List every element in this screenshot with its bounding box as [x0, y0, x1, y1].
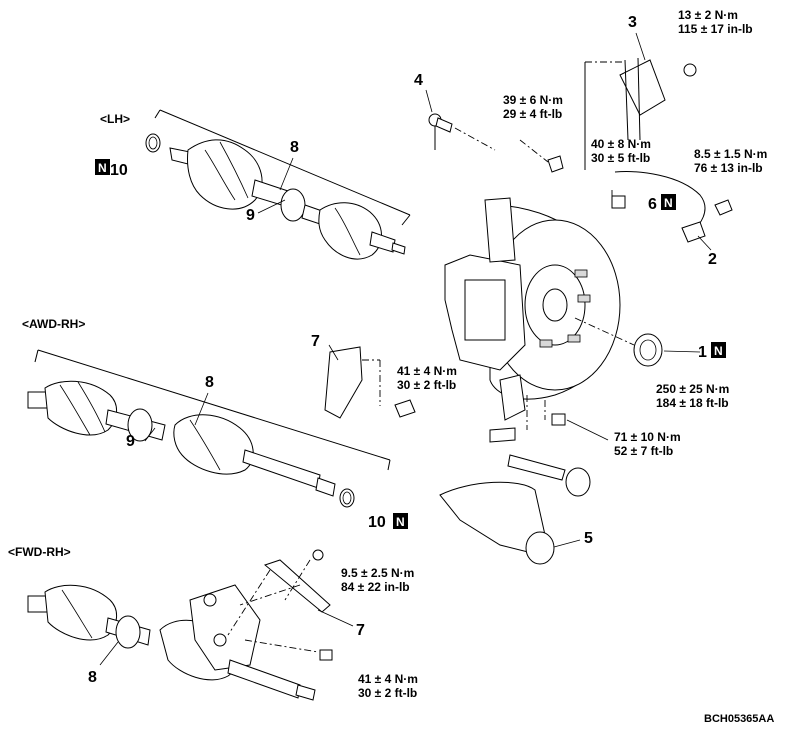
awd-rh-drive-shaft	[27, 349, 391, 497]
svg-text:N: N	[98, 161, 107, 175]
svg-text:41 ± 4 N·m: 41 ± 4 N·m	[358, 672, 418, 686]
svg-text:39 ± 6 N·m: 39 ± 6 N·m	[503, 93, 563, 107]
svg-text:71 ± 10 N·m: 71 ± 10 N·m	[614, 430, 681, 444]
callout-9-awd: 9	[126, 433, 135, 450]
svg-text:9.5 ± 2.5 N·m: 9.5 ± 2.5 N·m	[341, 566, 414, 580]
new-part-marker-1: N	[711, 342, 726, 358]
torque-spec-hub-nut: 250 ± 25 N·m 184 ± 18 ft-lb	[656, 382, 729, 410]
section-label-awd-rh: <AWD-RH>	[22, 317, 85, 331]
stabilizer-link	[428, 113, 496, 151]
svg-text:52 ± 7 ft-lb: 52 ± 7 ft-lb	[614, 444, 673, 458]
svg-text:115 ± 17 in-lb: 115 ± 17 in-lb	[678, 22, 753, 36]
section-label-fwd-rh: <FWD-RH>	[8, 545, 71, 559]
callout-8-fwd: 8	[88, 669, 97, 686]
splash-shield-bolt	[324, 346, 416, 419]
lh-drive-shaft	[154, 109, 411, 260]
callout-3: 3	[628, 14, 637, 31]
caliper-bolts	[519, 139, 626, 209]
svg-text:76 ± 13 in-lb: 76 ± 13 in-lb	[694, 161, 763, 175]
svg-text:29 ± 4 ft-lb: 29 ± 4 ft-lb	[503, 107, 562, 121]
callout-4: 4	[414, 72, 423, 89]
fwd-rh-drive-shaft	[27, 584, 316, 701]
torque-spec-39: 39 ± 6 N·m 29 ± 4 ft-lb	[503, 93, 563, 121]
circlip-awd	[339, 488, 355, 508]
svg-text:13 ± 2 N·m: 13 ± 2 N·m	[678, 8, 738, 22]
torque-spec-fwd-bracket: 9.5 ± 2.5 N·m 84 ± 22 in-lb	[341, 566, 414, 594]
torque-spec-lower-arm: 71 ± 10 N·m 52 ± 7 ft-lb	[614, 430, 681, 458]
callout-8-lh: 8	[290, 139, 299, 156]
svg-text:84 ± 22 in-lb: 84 ± 22 in-lb	[341, 580, 410, 594]
callout-10-awd: 10	[368, 514, 386, 531]
callout-2: 2	[708, 251, 717, 268]
wheel-speed-sensor	[611, 171, 733, 243]
circlip-lh	[145, 133, 161, 153]
svg-text:30 ± 2 ft-lb: 30 ± 2 ft-lb	[358, 686, 417, 700]
new-part-marker-10-awd: N	[393, 513, 408, 529]
svg-text:N: N	[714, 344, 723, 358]
callout-1: 1	[698, 344, 707, 361]
leader-lines	[99, 32, 712, 666]
callout-5: 5	[584, 530, 593, 547]
torque-spec-shield: 41 ± 4 N·m 30 ± 2 ft-lb	[397, 364, 457, 392]
svg-text:40 ± 8 N·m: 40 ± 8 N·m	[591, 137, 651, 151]
torque-spec-sensor: 8.5 ± 1.5 N·m 76 ± 13 in-lb	[694, 147, 767, 175]
callout-6: 6	[648, 196, 657, 213]
callout-8-awd: 8	[205, 374, 214, 391]
svg-text:N: N	[664, 196, 673, 210]
torque-spec-40: 40 ± 8 N·m 30 ± 5 ft-lb	[591, 137, 651, 165]
svg-text:184 ± 18 ft-lb: 184 ± 18 ft-lb	[656, 396, 729, 410]
hub-nut	[574, 317, 663, 367]
brake-disc-assembly	[444, 197, 621, 421]
svg-text:N: N	[396, 515, 405, 529]
fwd-bracket-parts	[227, 549, 333, 661]
callout-7-fwd: 7	[356, 622, 365, 639]
callout-10-lh: 10	[110, 162, 128, 179]
lower-arm	[439, 481, 555, 565]
new-part-marker-10-lh: N	[95, 159, 110, 175]
hose-bracket	[584, 57, 697, 170]
tie-rod-end	[507, 454, 591, 497]
svg-text:41 ± 4 N·m: 41 ± 4 N·m	[397, 364, 457, 378]
svg-text:30 ± 2 ft-lb: 30 ± 2 ft-lb	[397, 378, 456, 392]
section-label-lh: <LH>	[100, 112, 130, 126]
lower-arm-bolts	[489, 395, 566, 443]
callout-7: 7	[311, 333, 320, 350]
torque-spec-fwd-bolt: 41 ± 4 N·m 30 ± 2 ft-lb	[358, 672, 418, 700]
figure-code: BCH05365AA	[704, 713, 774, 725]
callout-9-lh: 9	[246, 207, 255, 224]
svg-text:8.5 ± 1.5 N·m: 8.5 ± 1.5 N·m	[694, 147, 767, 161]
torque-spec-bracket: 13 ± 2 N·m 115 ± 17 in-lb	[678, 8, 753, 36]
svg-text:250 ± 25 N·m: 250 ± 25 N·m	[656, 382, 729, 396]
svg-text:30 ± 5 ft-lb: 30 ± 5 ft-lb	[591, 151, 650, 165]
new-part-marker-6: N	[661, 194, 676, 210]
